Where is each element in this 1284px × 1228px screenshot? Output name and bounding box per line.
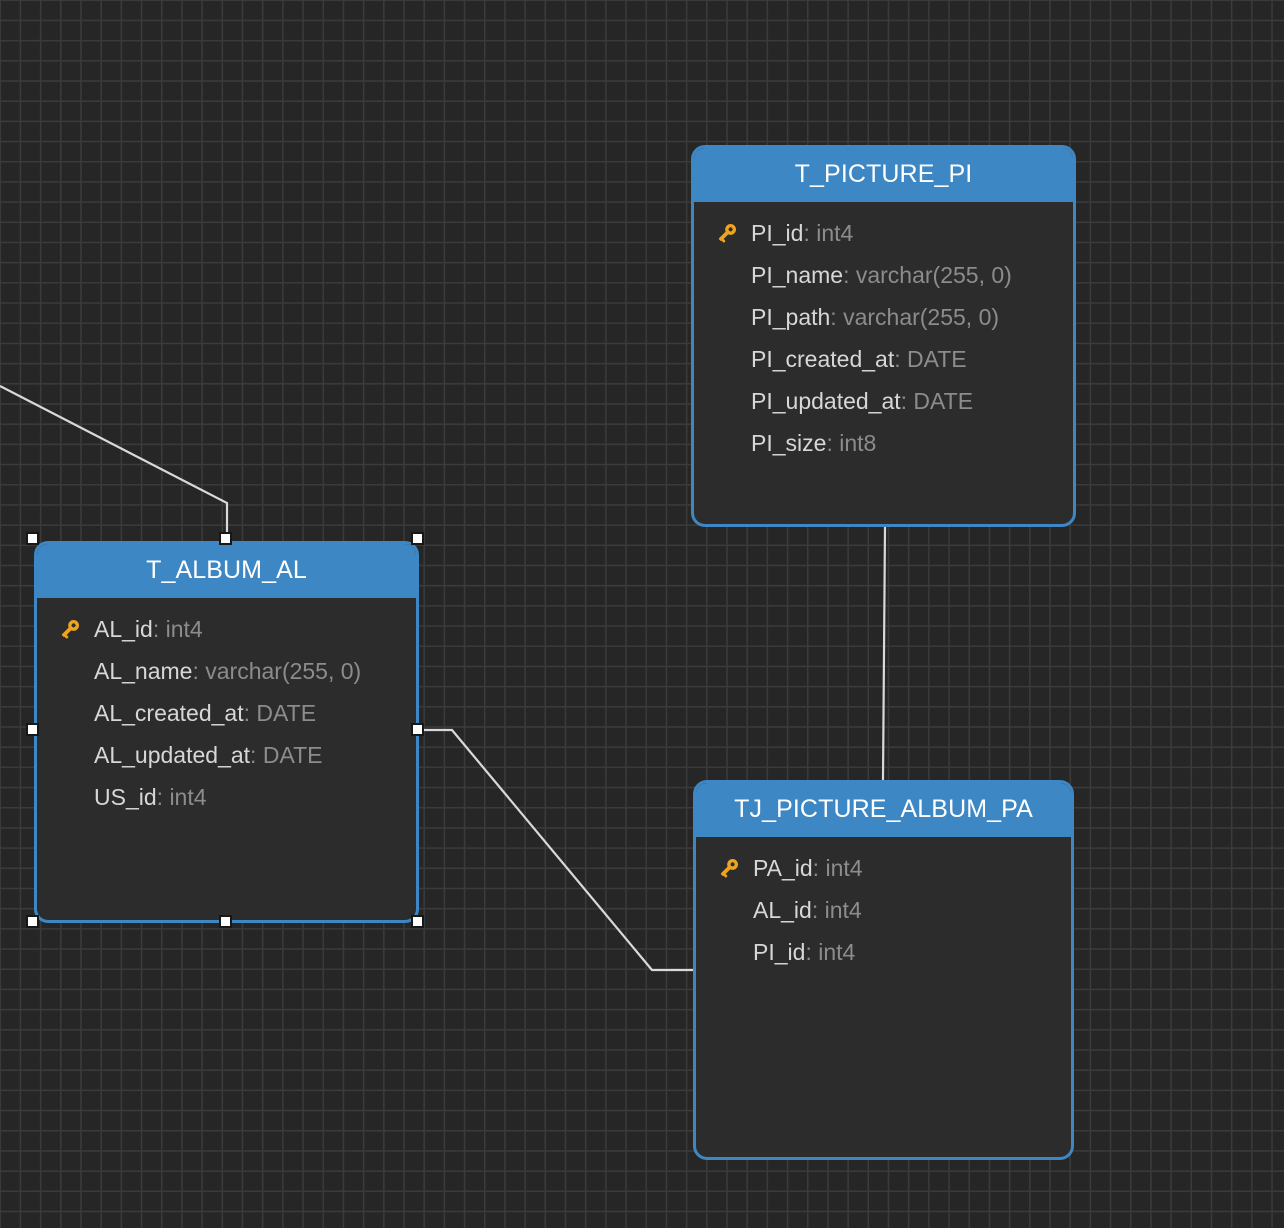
handle-w[interactable] <box>26 723 39 736</box>
link-offscreen-to-album[interactable] <box>0 385 229 541</box>
field-type: varchar(255, 0) <box>855 262 1012 288</box>
field-name: AL_name <box>94 658 193 684</box>
field-separator: : <box>192 658 206 684</box>
field-separator: : <box>805 939 819 965</box>
field-name: PI_updated_at <box>751 388 901 414</box>
field-row[interactable]: PI_name: varchar(255, 0) <box>694 254 1073 296</box>
field-separator: : <box>803 220 817 246</box>
field-type: int4 <box>818 939 856 965</box>
field-separator: : <box>152 616 166 642</box>
field-name: PI_created_at <box>751 346 895 372</box>
field-name: AL_id <box>753 897 812 923</box>
field-type: int8 <box>839 430 877 456</box>
field-type: DATE <box>256 700 317 726</box>
field-separator: : <box>243 700 257 726</box>
field-separator: : <box>894 346 907 372</box>
field-row[interactable]: PI_updated_at: DATE <box>694 380 1073 422</box>
primary-key-icon <box>718 223 737 243</box>
field-name: PI_size <box>751 430 827 456</box>
field-name: US_id <box>94 784 157 810</box>
field-name: PI_id <box>751 220 804 246</box>
table-header-t-picture-pi[interactable]: T_PICTURE_PI <box>694 148 1073 202</box>
field-separator: : <box>156 784 170 810</box>
field-type: int4 <box>816 220 854 246</box>
field-type: int4 <box>169 784 207 810</box>
table-header-tj-picture-album-pa[interactable]: TJ_PICTURE_ALBUM_PA <box>696 783 1071 837</box>
handle-se[interactable] <box>411 915 424 928</box>
handle-sw[interactable] <box>26 915 39 928</box>
field-row[interactable]: AL_updated_at: DATE <box>37 734 416 776</box>
field-type: varchar(255, 0) <box>205 658 362 684</box>
field-row[interactable]: PI_path: varchar(255, 0) <box>694 296 1073 338</box>
field-row[interactable]: PI_created_at: DATE <box>694 338 1073 380</box>
field-name: AL_id <box>94 616 153 642</box>
field-name: PA_id <box>753 855 813 881</box>
field-separator: : <box>250 742 263 768</box>
field-row[interactable]: US_id: int4 <box>37 776 416 818</box>
handle-e[interactable] <box>411 723 424 736</box>
field-name: AL_updated_at <box>94 742 251 768</box>
field-name: AL_created_at <box>94 700 244 726</box>
field-separator: : <box>830 304 844 330</box>
link-picture-to-junction[interactable] <box>881 526 887 781</box>
field-name: PI_id <box>753 939 806 965</box>
handle-s[interactable] <box>219 915 232 928</box>
field-row[interactable]: PA_id: int4 <box>696 847 1071 889</box>
primary-key-icon <box>720 858 739 878</box>
handle-nw[interactable] <box>26 532 39 545</box>
field-separator: : <box>843 262 856 288</box>
field-row[interactable]: AL_id: int4 <box>696 889 1071 931</box>
field-type: DATE <box>262 742 323 768</box>
field-name: PI_path <box>751 304 831 330</box>
field-type: DATE <box>907 346 967 372</box>
field-type: DATE <box>913 388 974 414</box>
handle-ne[interactable] <box>411 532 424 545</box>
link-album-to-junction[interactable] <box>419 728 693 972</box>
field-row[interactable]: AL_id: int4 <box>37 608 416 650</box>
field-row[interactable]: PI_size: int8 <box>694 422 1073 464</box>
field-row[interactable]: AL_created_at: DATE <box>37 692 416 734</box>
field-type: int4 <box>825 855 863 881</box>
field-separator: : <box>900 388 914 414</box>
handle-n[interactable] <box>219 532 232 545</box>
field-separator: : <box>811 897 825 923</box>
field-name: PI_name <box>751 262 844 288</box>
field-type: int4 <box>165 616 203 642</box>
field-row[interactable]: PI_id: int4 <box>696 931 1071 973</box>
primary-key-icon <box>61 619 80 639</box>
field-type: varchar(255, 0) <box>843 304 1000 330</box>
field-row[interactable]: PI_id: int4 <box>694 212 1073 254</box>
table-header-t-album-al[interactable]: T_ALBUM_AL <box>37 544 416 598</box>
field-separator: : <box>826 430 840 456</box>
field-separator: : <box>812 855 826 881</box>
field-row[interactable]: AL_name: varchar(255, 0) <box>37 650 416 692</box>
field-type: int4 <box>824 897 862 923</box>
